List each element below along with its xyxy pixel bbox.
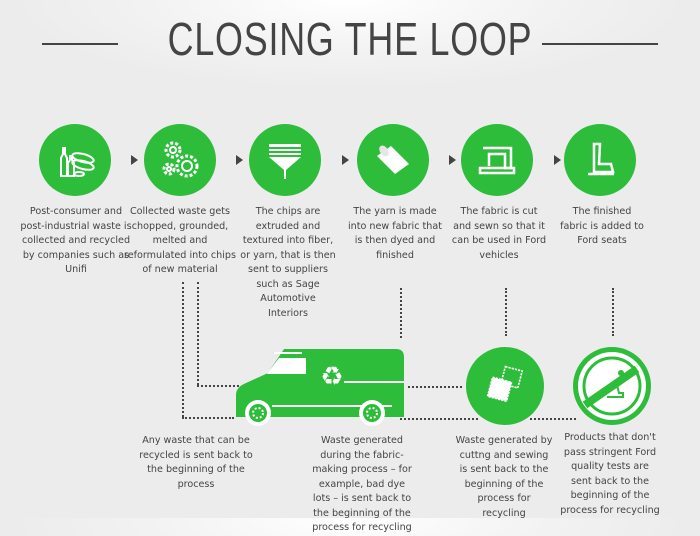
arrow-icon — [236, 155, 243, 165]
recycling-4-text: Products that don't pass stringent Ford … — [560, 432, 660, 516]
connector-line — [530, 418, 576, 420]
arrow-icon — [554, 155, 561, 165]
arrow-icon — [131, 155, 138, 165]
rejected-seat-icon — [573, 347, 651, 425]
sewing-machine-icon — [461, 124, 533, 196]
bottles-waste-icon — [39, 124, 111, 196]
step-3-text: The chips are extruded and textured into… — [240, 206, 336, 319]
connector-line — [182, 282, 184, 417]
connector-line — [408, 386, 462, 388]
recycling-3-text: Waste generated by cuttng and sewing is … — [455, 435, 553, 519]
arrow-icon — [342, 155, 349, 165]
gears-icon — [144, 124, 216, 196]
step-5-text: The fabric is cut and sewn so that it ca… — [451, 206, 547, 261]
step-6-text: The finished fabric is added to Ford sea… — [560, 206, 644, 246]
recycling-2-text: Waste generated during the fabric-making… — [312, 435, 412, 533]
extruder-funnel-icon — [249, 124, 321, 196]
connector-line — [197, 385, 239, 387]
connector-line — [400, 418, 478, 420]
connector-line — [505, 288, 507, 336]
fabric-roll-icon — [357, 124, 429, 196]
step-2-text: Collected waste gets chopped, grounded, … — [124, 206, 236, 275]
svg-text:♻: ♻ — [320, 362, 343, 392]
recycling-van-icon: ♻ — [236, 349, 404, 426]
car-seat-icon — [564, 124, 636, 196]
arrow-icon — [449, 155, 456, 165]
step-1-text: Post-consumer and post-industrial waste … — [20, 206, 132, 275]
step-4-text: The yarn is made into new fabric that is… — [347, 206, 443, 261]
title-rule-right — [542, 43, 658, 45]
page-title: CLOSING THE LOOP — [167, 13, 533, 65]
recycling-1-text: Any waste that can be recycled is sent b… — [139, 435, 253, 490]
connector-line — [182, 417, 234, 419]
connector-line — [612, 288, 614, 336]
connector-line — [197, 282, 199, 385]
fabric-scraps-icon — [466, 347, 544, 425]
connector-line — [400, 288, 402, 338]
title-rule-left — [42, 43, 118, 45]
